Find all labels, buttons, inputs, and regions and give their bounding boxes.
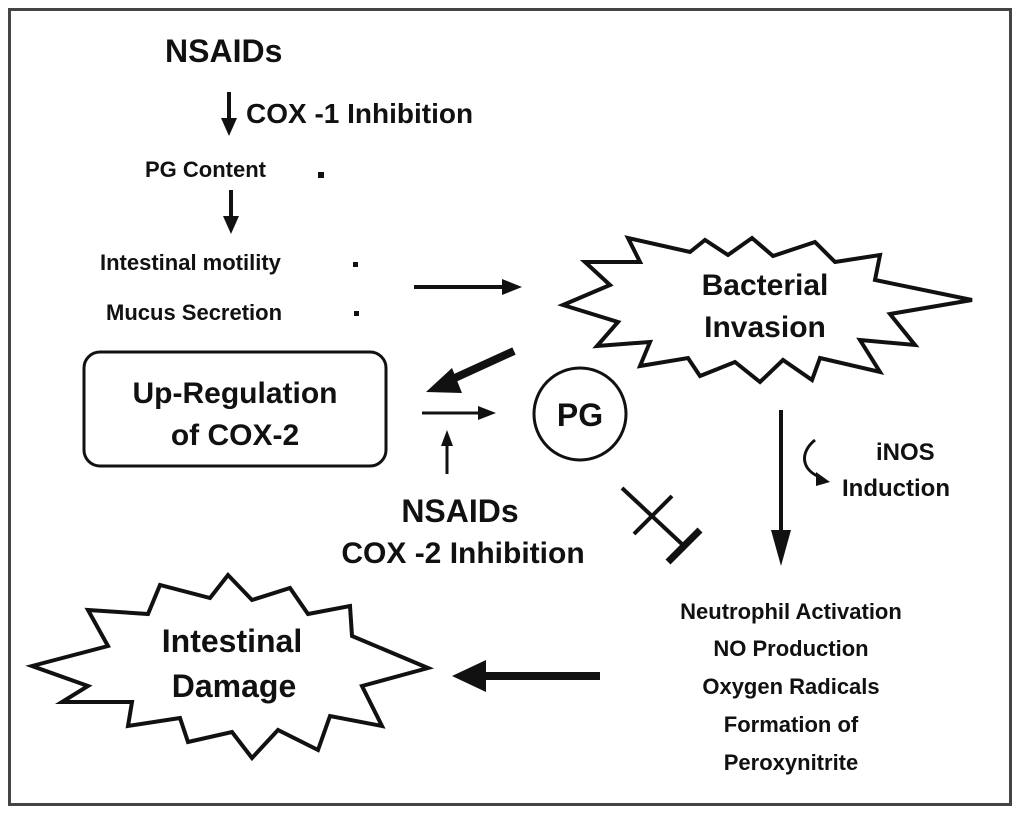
arrowhead: [223, 216, 239, 234]
inhibition-bar: [665, 527, 703, 565]
intestinal-damage-line1: Intestinal: [162, 623, 302, 659]
effect-oxygen-radicals: Oxygen Radicals: [702, 674, 879, 699]
intestinal-damage-starburst: [25, 571, 435, 762]
decrease-marker: [354, 311, 359, 316]
arrowhead: [478, 406, 496, 420]
decrease-marker: [318, 172, 324, 178]
upregulation-line2: of COX-2: [171, 419, 299, 452]
mucus-secretion-label: Mucus Secretion: [106, 300, 282, 325]
arrowhead: [426, 368, 462, 393]
intestinal-motility-label: Intestinal motility: [100, 250, 282, 275]
arrowhead: [221, 118, 237, 136]
arrowhead: [452, 660, 486, 692]
inos-label: iNOS: [876, 439, 935, 466]
arrowhead: [816, 472, 830, 486]
arrowhead: [502, 279, 522, 295]
pg-circle-label: PG: [557, 397, 603, 433]
arrow-bacterial-to-upregulation: [444, 347, 516, 386]
arrowhead: [441, 430, 453, 446]
pg-content-label: PG Content: [145, 157, 267, 182]
bacterial-invasion-line1: Bacterial: [702, 269, 829, 302]
inos-curved-arrow: [803, 438, 823, 480]
decrease-marker: [353, 262, 358, 267]
nsaids-top-label: NSAIDs: [165, 33, 282, 69]
effect-peroxynitrite: Peroxynitrite: [724, 750, 859, 775]
upregulation-line1: Up-Regulation: [133, 377, 338, 410]
effect-formation-of: Formation of: [724, 712, 859, 737]
bacterial-invasion-line2: Invasion: [704, 311, 826, 344]
induction-label: Induction: [842, 475, 950, 502]
intestinal-damage-line2: Damage: [172, 668, 297, 704]
pg-circle: [532, 366, 628, 462]
cox1-inhibition-label: COX -1 Inhibition: [246, 98, 473, 129]
block-cross-mark: [632, 494, 674, 536]
arrowhead: [771, 530, 791, 566]
effect-neutrophil: Neutrophil Activation: [680, 599, 902, 624]
effect-no-production: NO Production: [713, 636, 868, 661]
cox2-inhibition-label: COX -2 Inhibition: [341, 537, 584, 570]
bacterial-invasion-starburst: [557, 235, 973, 385]
nsaids-cox2-label: NSAIDs: [401, 493, 518, 529]
upregulation-cox2-box: [82, 350, 388, 468]
